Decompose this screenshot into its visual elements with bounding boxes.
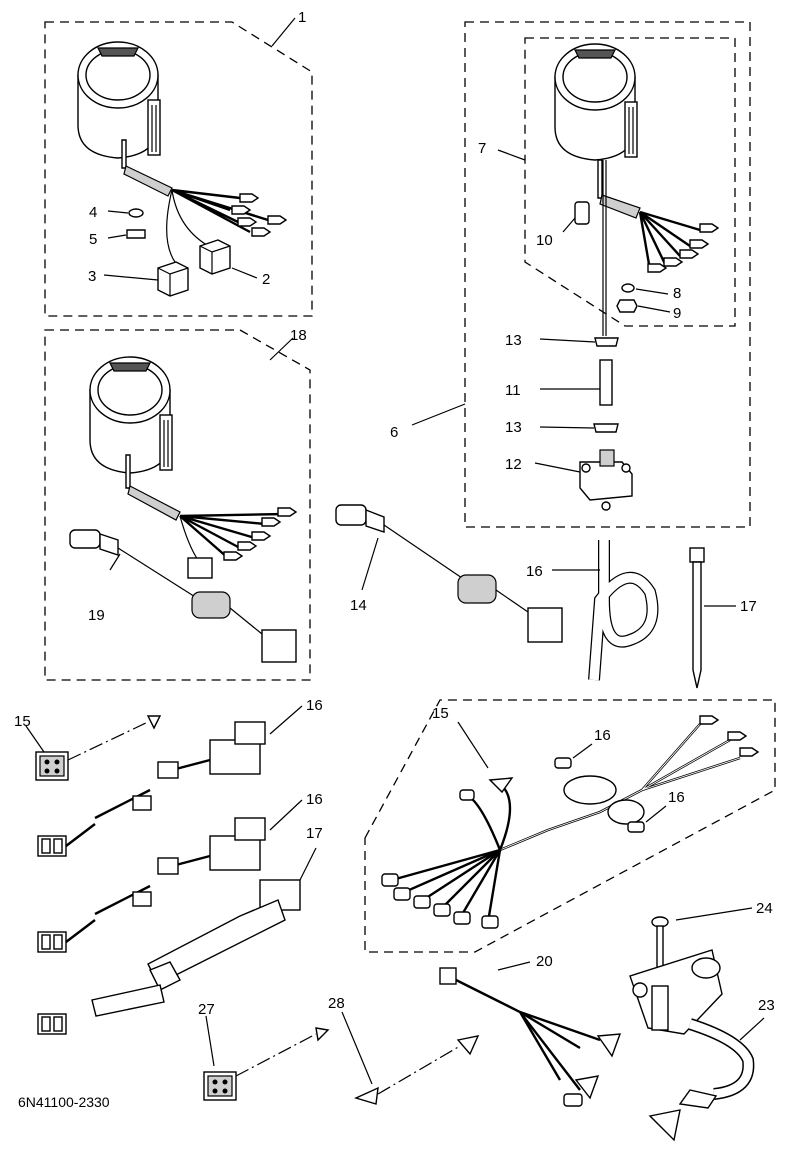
callout-14: 14 xyxy=(350,597,367,614)
callout-16-top: 16 xyxy=(594,727,611,744)
callout-29: 28 xyxy=(328,995,345,1012)
harness-25: 20 xyxy=(439,953,622,1107)
diagram-code: 6N41100-2330 xyxy=(18,1094,110,1110)
callout-1: 1 xyxy=(298,9,306,26)
callout-26: 23 xyxy=(758,997,775,1014)
callout-4: 4 xyxy=(89,204,97,221)
sender-26: 23 xyxy=(629,949,775,1142)
harness-19: 16 xyxy=(37,791,323,953)
harness-18: 16 xyxy=(37,697,323,857)
callout-25: 20 xyxy=(536,953,553,970)
callout-5: 5 xyxy=(89,231,97,248)
callout-13-bottom: 13 xyxy=(505,419,522,436)
hose-and-sender: 13 11 13 12 xyxy=(505,332,633,511)
callout-20: 17 xyxy=(306,825,323,842)
part-28: 27 xyxy=(198,1001,330,1101)
harness-15: 16 16 xyxy=(381,715,759,929)
callout-2: 2 xyxy=(262,271,270,288)
callout-12: 12 xyxy=(505,456,522,473)
callout-21: 16 xyxy=(526,563,543,580)
callout-19: 16 xyxy=(306,791,323,808)
callout-15: 15 xyxy=(432,705,449,722)
callout-17: 15 xyxy=(14,713,31,730)
callout-24: 19 xyxy=(88,607,105,624)
callout-16-bottom: 16 xyxy=(668,789,685,806)
group-box-7: 7 xyxy=(478,37,736,327)
callout-7: 7 xyxy=(478,140,486,157)
tube-21: 16 xyxy=(526,540,659,681)
callout-10: 10 xyxy=(536,232,553,249)
part-29: 28 xyxy=(328,995,480,1105)
harness-14: 14 xyxy=(335,504,563,643)
callout-18: 16 xyxy=(306,697,323,714)
callout-13-top: 13 xyxy=(505,332,522,349)
callout-6: 6 xyxy=(390,424,398,441)
group-box-6: 6 xyxy=(390,21,751,528)
gauge-23 xyxy=(89,356,297,579)
group-box-15: 15 xyxy=(364,699,776,953)
callout-27: 24 xyxy=(756,900,773,917)
group-box-1: 1 xyxy=(44,9,313,317)
cable-tie-22: 17 xyxy=(689,547,757,689)
gauge-7: 10 8 9 xyxy=(536,43,719,336)
part-17: 15 xyxy=(14,713,162,781)
callout-8: 8 xyxy=(673,285,681,302)
group-box-23: 18 xyxy=(44,327,311,681)
callout-23: 18 xyxy=(290,327,307,344)
callout-22: 17 xyxy=(740,598,757,615)
callout-11: 11 xyxy=(505,382,521,399)
callout-3: 3 xyxy=(88,268,96,285)
harness-20: 17 xyxy=(37,825,323,1035)
callout-9: 9 xyxy=(673,305,681,322)
callout-28: 27 xyxy=(198,1001,215,1018)
harness-24: 19 xyxy=(69,529,297,663)
gauge-1: 4 5 3 2 xyxy=(77,41,287,297)
